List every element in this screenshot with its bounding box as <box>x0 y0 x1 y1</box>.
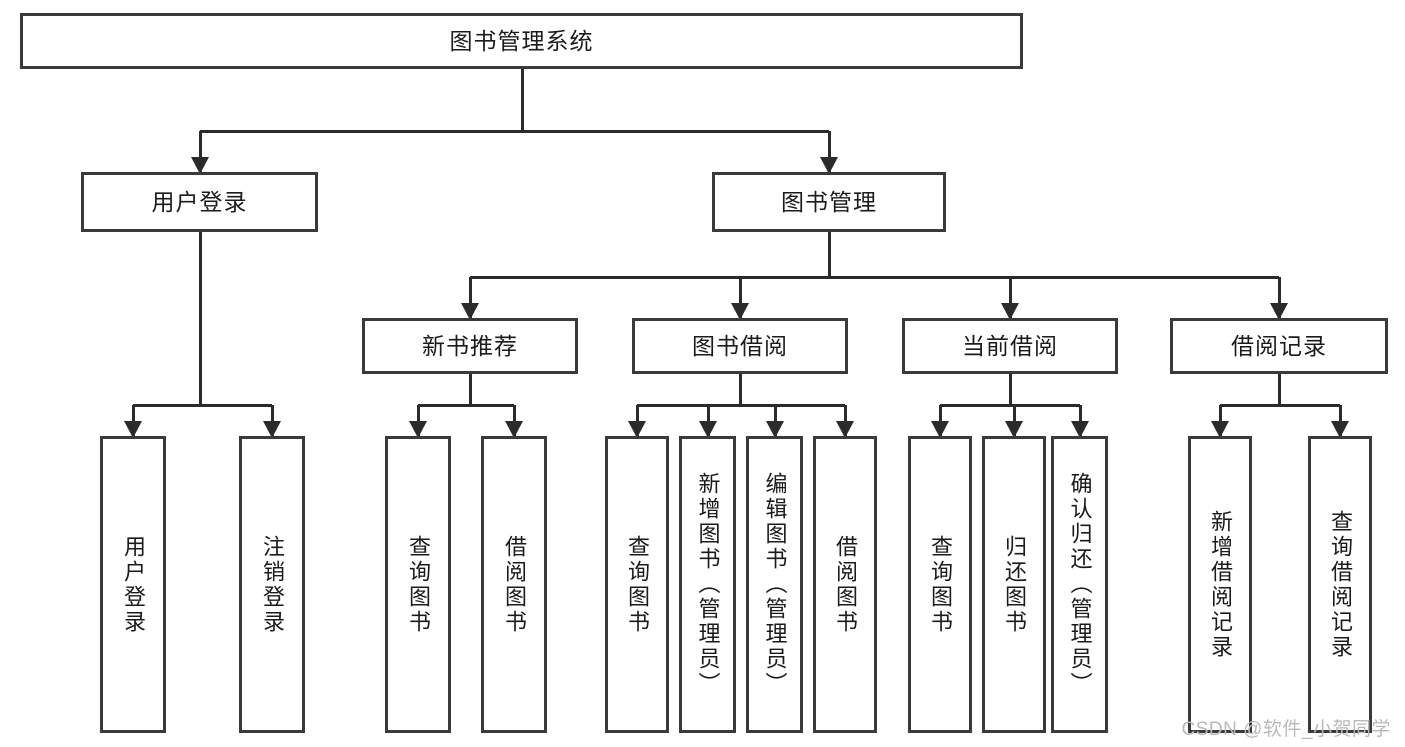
node-label: 查询图书 <box>927 534 953 635</box>
node-label: 新增图书（管理员） <box>695 472 721 697</box>
connector-bus-user-login <box>133 404 272 407</box>
connector-stem-book-manage <box>828 232 831 277</box>
node-leaf-query-book-2[interactable]: 查询图书 <box>605 436 669 733</box>
node-label: 当前借阅 <box>962 332 1058 359</box>
arrow-icon-leaf-borrow-book-2 <box>836 421 854 438</box>
arrow-icon-leaf-borrow-book-1 <box>505 421 523 438</box>
connector-drop-book-manage <box>828 131 831 172</box>
node-leaf-borrow-book-1[interactable]: 借阅图书 <box>481 436 547 733</box>
node-label: 查询图书 <box>624 534 650 635</box>
node-label: 借阅记录 <box>1231 332 1327 359</box>
node-label: 新增借阅记录 <box>1207 509 1233 660</box>
node-leaf-return-book[interactable]: 归还图书 <box>982 436 1046 733</box>
connector-stem-new-book-recommend <box>469 374 472 405</box>
node-label: 归还图书 <box>1001 534 1027 635</box>
connector-bus-book-borrow <box>637 404 845 407</box>
connector-bus-book-manage <box>470 276 1279 279</box>
arrow-icon-leaf-query-record <box>1331 421 1349 438</box>
connector-drop-leaf-query-book-2 <box>636 405 639 436</box>
arrow-icon-leaf-return-book <box>1005 421 1023 438</box>
node-current-borrow[interactable]: 当前借阅 <box>902 318 1118 374</box>
connector-stem-borrow-record <box>1278 374 1281 405</box>
node-label: 确认归还（管理员） <box>1067 472 1093 697</box>
connector-drop-leaf-edit-book <box>774 405 777 436</box>
connector-drop-leaf-confirm-return <box>1079 405 1082 436</box>
node-label: 编辑图书（管理员） <box>762 472 788 697</box>
connector-drop-leaf-add-book <box>707 405 710 436</box>
connector-drop-leaf-logout <box>271 405 274 436</box>
node-leaf-logout[interactable]: 注销登录 <box>239 436 305 733</box>
connector-drop-new-book-recommend <box>469 277 472 318</box>
arrow-icon-leaf-add-book <box>699 421 717 438</box>
node-leaf-user-login[interactable]: 用户登录 <box>100 436 166 733</box>
node-root[interactable]: 图书管理系统 <box>20 13 1023 69</box>
arrow-icon-leaf-query-book-3 <box>931 421 949 438</box>
connector-drop-leaf-return-book <box>1013 405 1016 436</box>
node-leaf-add-book[interactable]: 新增图书（管理员） <box>679 436 736 733</box>
node-book-borrow[interactable]: 图书借阅 <box>632 318 848 374</box>
arrow-icon-new-book-recommend <box>461 303 479 320</box>
connector-stem-user-login <box>199 232 202 405</box>
connector-drop-leaf-user-login <box>132 405 135 436</box>
node-leaf-query-record[interactable]: 查询借阅记录 <box>1308 436 1372 733</box>
arrow-icon-leaf-confirm-return <box>1071 421 1089 438</box>
node-label: 借阅图书 <box>832 534 858 635</box>
node-book-manage[interactable]: 图书管理 <box>712 172 946 232</box>
connector-drop-leaf-borrow-book-1 <box>513 405 516 436</box>
node-new-book-recommend[interactable]: 新书推荐 <box>362 318 578 374</box>
arrow-icon-leaf-add-record <box>1211 421 1229 438</box>
arrow-icon-leaf-query-book-2 <box>628 421 646 438</box>
node-leaf-borrow-book-2[interactable]: 借阅图书 <box>813 436 877 733</box>
node-label: 图书借阅 <box>692 332 788 359</box>
arrow-icon-leaf-edit-book <box>766 421 784 438</box>
node-leaf-confirm-return[interactable]: 确认归还（管理员） <box>1051 436 1108 733</box>
connector-drop-leaf-query-book-3 <box>939 405 942 436</box>
node-label: 图书管理 <box>781 188 877 215</box>
arrow-icon-leaf-user-login <box>124 421 142 438</box>
node-leaf-edit-book[interactable]: 编辑图书（管理员） <box>746 436 803 733</box>
arrow-icon-book-borrow <box>731 303 749 320</box>
connector-stem-current-borrow <box>1009 374 1012 405</box>
node-label: 用户登录 <box>151 188 248 215</box>
arrow-icon-current-borrow <box>1001 303 1019 320</box>
node-leaf-query-book-1[interactable]: 查询图书 <box>385 436 451 733</box>
node-leaf-query-book-3[interactable]: 查询图书 <box>908 436 972 733</box>
connector-drop-leaf-query-book-1 <box>417 405 420 436</box>
node-label: 图书管理系统 <box>449 27 594 54</box>
connector-drop-current-borrow <box>1009 277 1012 318</box>
connector-drop-book-borrow <box>739 277 742 318</box>
connector-bus-new-book-recommend <box>418 404 514 407</box>
node-user-login[interactable]: 用户登录 <box>81 172 318 232</box>
arrow-icon-leaf-query-book-1 <box>409 421 427 438</box>
node-label: 借阅图书 <box>501 534 527 635</box>
connector-drop-leaf-query-record <box>1339 405 1342 436</box>
node-label: 注销登录 <box>259 534 285 635</box>
connector-bus-root <box>200 130 829 133</box>
connector-bus-borrow-record <box>1220 404 1340 407</box>
node-leaf-add-record[interactable]: 新增借阅记录 <box>1188 436 1252 733</box>
node-label: 查询图书 <box>405 534 431 635</box>
node-borrow-record[interactable]: 借阅记录 <box>1170 318 1388 374</box>
arrow-icon-user-login <box>191 157 209 174</box>
connector-stem-book-borrow <box>739 374 742 405</box>
arrow-icon-leaf-logout <box>263 421 281 438</box>
connector-drop-borrow-record <box>1278 277 1281 318</box>
connector-drop-leaf-borrow-book-2 <box>844 405 847 436</box>
node-label: 用户登录 <box>120 534 146 635</box>
arrow-icon-book-manage <box>820 157 838 174</box>
connector-drop-user-login <box>199 131 202 172</box>
node-label: 查询借阅记录 <box>1327 509 1353 660</box>
connector-stem-root <box>521 69 524 131</box>
arrow-icon-borrow-record <box>1270 303 1288 320</box>
node-label: 新书推荐 <box>422 332 518 359</box>
connector-bus-current-borrow <box>940 404 1080 407</box>
connector-drop-leaf-add-record <box>1219 405 1222 436</box>
